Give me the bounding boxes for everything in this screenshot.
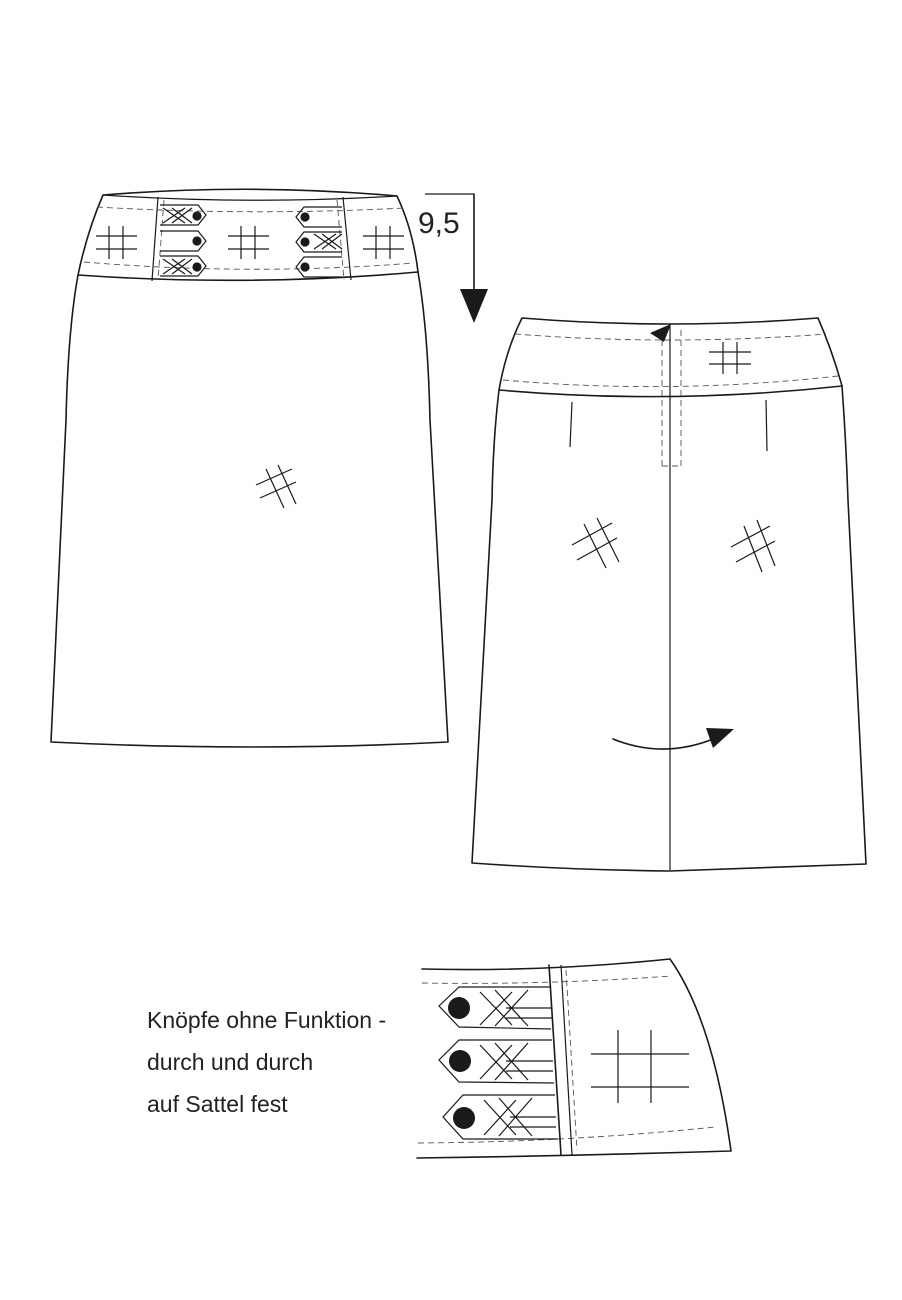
grainline-hash-icon bbox=[96, 226, 137, 259]
grainline-hash-icon bbox=[709, 342, 751, 374]
button-dot-icon bbox=[192, 262, 202, 272]
dimension-arrow-icon bbox=[460, 289, 488, 323]
front-left-tabs bbox=[160, 204, 207, 277]
grainline-hash-icon bbox=[363, 226, 404, 259]
tab-cross-stitch-icon bbox=[313, 233, 343, 250]
front-skirt-body bbox=[50, 271, 449, 748]
back-skirt bbox=[471, 317, 867, 872]
tab-cross-stitch-icon bbox=[479, 989, 552, 1027]
dimension-indicator: 9,5 bbox=[418, 193, 488, 323]
measurement-label: 9,5 bbox=[418, 207, 460, 240]
grainline-hash-icon bbox=[591, 1030, 689, 1103]
button-dot-icon bbox=[192, 236, 202, 246]
tab-cross-stitch-icon bbox=[483, 1097, 556, 1137]
button-dot-icon bbox=[300, 262, 310, 272]
button-dot-icon bbox=[449, 1050, 471, 1072]
button-dot-icon bbox=[192, 211, 202, 221]
fold-arrow-icon bbox=[706, 728, 734, 748]
button-dot-icon bbox=[300, 237, 310, 247]
note-line-1: Knöpfe ohne Funktion - bbox=[147, 1007, 387, 1033]
front-skirt bbox=[50, 188, 449, 748]
zipper-pull-icon bbox=[650, 324, 671, 342]
front-right-tabs bbox=[295, 206, 343, 278]
note-line-2: durch und durch bbox=[147, 1049, 314, 1075]
note-line-3: auf Sattel fest bbox=[147, 1091, 288, 1117]
button-dot-icon bbox=[448, 997, 470, 1019]
back-skirt-body bbox=[471, 385, 867, 872]
tab-cross-stitch-icon bbox=[479, 1042, 553, 1081]
grainline-hash-icon bbox=[571, 517, 620, 569]
grainline-hash-icon bbox=[255, 464, 297, 509]
tab-cross-stitch-icon bbox=[162, 207, 193, 275]
button-tab-detail bbox=[416, 958, 732, 1159]
button-dot-icon bbox=[453, 1107, 475, 1129]
front-yoke-outline bbox=[77, 188, 419, 282]
button-dot-icon bbox=[300, 212, 310, 222]
grainline-hash-icon bbox=[730, 519, 776, 573]
grainline-hash-icon bbox=[228, 226, 269, 259]
